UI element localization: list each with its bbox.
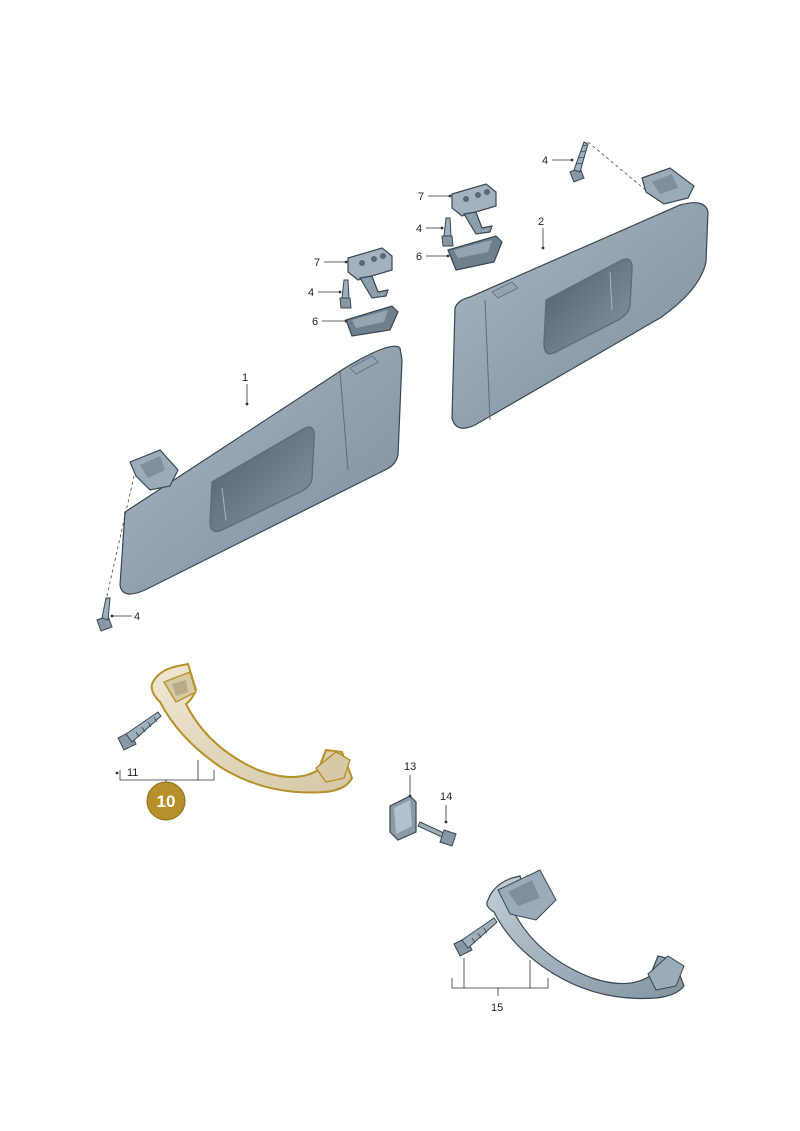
grab-handle-screw	[117, 711, 162, 751]
cap-screw	[417, 821, 457, 847]
svg-text:4: 4	[542, 155, 548, 167]
highlight-badge: 10	[146, 781, 186, 821]
svg-text:6: 6	[416, 251, 422, 263]
callout-clip-left: 7	[314, 257, 348, 269]
svg-text:6: 6	[312, 316, 318, 328]
svg-text:15: 15	[491, 1002, 503, 1014]
callout-screw-right-clip: 4	[416, 223, 444, 235]
callout-screw-bottom-left: 4	[110, 611, 140, 623]
svg-text:4: 4	[416, 223, 422, 235]
vanity-mirror-left	[209, 426, 315, 533]
svg-text:13: 13	[404, 761, 416, 773]
callout-visor-right: 2	[538, 216, 545, 250]
svg-text:2: 2	[538, 216, 544, 228]
callout-screw-left-clip: 4	[308, 287, 342, 299]
callout-cap-screw: 14	[440, 791, 452, 824]
svg-text:4: 4	[134, 611, 140, 623]
callout-cover-right: 6	[416, 251, 450, 263]
grey-handle-screw	[453, 917, 498, 957]
sun-visor-right	[451, 202, 709, 429]
callout-grab-screw: 11	[115, 767, 138, 779]
sun-visor-left	[119, 345, 403, 595]
callout-cap: 13	[404, 761, 416, 798]
svg-text:4: 4	[308, 287, 314, 299]
svg-text:11: 11	[127, 767, 138, 779]
callout-cover-left: 6	[312, 316, 348, 328]
visor-clip-left	[347, 247, 393, 299]
screw-top-right	[569, 141, 589, 183]
assembly-line-right	[587, 141, 649, 193]
svg-text:14: 14	[440, 791, 452, 803]
screw-bottom-left	[96, 597, 113, 632]
vanity-mirror-right	[543, 258, 633, 355]
visor-cover-left	[345, 305, 399, 337]
visor-cover-right	[447, 235, 503, 271]
grab-handle-grey	[486, 869, 685, 1000]
visor-hinge-right	[641, 167, 695, 205]
visor-hinge-left	[129, 449, 179, 491]
callout-screw-top-right: 4	[542, 155, 574, 167]
grab-handle-cap	[389, 795, 417, 841]
svg-text:7: 7	[314, 257, 320, 269]
svg-text:10: 10	[157, 792, 176, 811]
svg-text:7: 7	[418, 191, 424, 203]
callout-clip-right: 7	[418, 191, 452, 203]
screw-right-clip	[441, 217, 454, 247]
grab-handle-highlighted	[150, 662, 354, 794]
visor-clip-right	[451, 183, 497, 235]
svg-text:1: 1	[242, 372, 248, 384]
screw-left-clip	[339, 279, 352, 309]
callout-grey-handle: 15	[491, 1002, 503, 1014]
bracket-grey-handle	[451, 958, 549, 996]
callout-visor-left: 1	[242, 372, 249, 406]
